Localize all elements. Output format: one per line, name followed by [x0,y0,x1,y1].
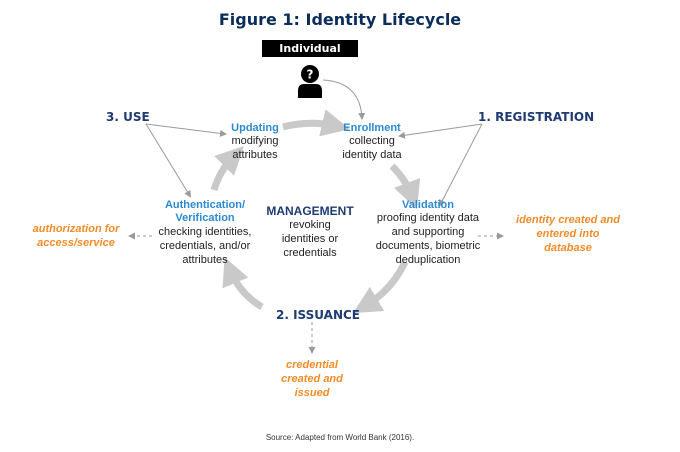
output-credential: credential created and issued [281,359,343,399]
svg-text:?: ? [307,68,314,82]
cycle-arc-enrollment-to-validation [389,163,421,210]
node-management: MANAGEMENT revoking identities or creden… [262,204,358,260]
connector-lines [128,79,504,354]
cycle-arc-issuance-to-authentication [222,257,264,311]
stage-use: 3. USE [106,110,150,124]
stage-registration: 1. REGISTRATION [478,110,595,124]
node-validation: Validation proofing identity data and su… [358,199,498,267]
node-validation-heading: Validation [402,199,454,211]
node-enrollment-heading: Enrollment [343,122,401,134]
node-validation-text: proofing identity data and supporting do… [375,212,481,266]
output-identity-created: identity created and entered into databa… [516,214,620,254]
arrow-registration-to-validation [439,123,483,207]
node-authentication-heading: Authentication/ Verification [164,199,246,224]
source-note: Source: Adapted from World Bank (2016). [265,433,415,442]
cycle-arc-updating-to-enrollment [282,109,350,137]
node-enrollment: Enrollment collecting identity data [322,122,422,162]
node-authentication: Authentication/ Verification checking id… [140,199,270,267]
node-updating: Updating modifying attributes [210,122,300,162]
individual-label: Individual [262,40,358,57]
node-updating-text: modifying attributes [231,135,279,161]
lifecycle-cycle [210,109,421,314]
cycle-arc-authentication-to-updating [210,146,244,192]
cycle-arc-validation-to-issuance [352,260,409,314]
arrow-individual-to-enrollment [322,79,366,120]
node-enrollment-text: collecting identity data [342,135,402,161]
stage-issuance: 2. ISSUANCE [276,308,361,322]
arrow-use-to-authentication [145,123,192,198]
node-management-text: revoking identities or credentials [281,219,339,259]
person-question-icon: ? [298,65,322,98]
output-authorization: authorization for access/service [32,223,120,249]
arrow-registration-to-enrollment [398,123,483,139]
node-management-heading: MANAGEMENT [266,204,354,218]
figure-title: Figure 1: Identity Lifecycle [218,10,462,29]
node-updating-heading: Updating [231,122,279,134]
node-authentication-text: checking identities, credentials, and/or… [158,226,252,266]
arrow-use-to-updating [145,123,227,137]
